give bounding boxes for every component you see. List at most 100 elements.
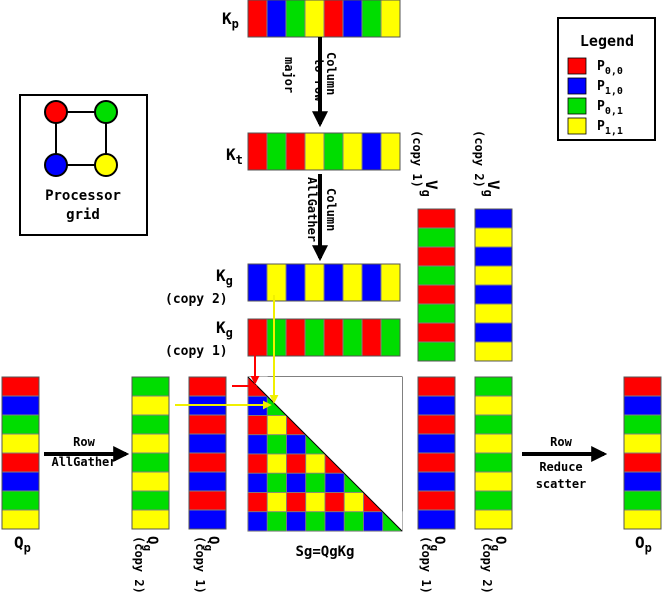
score-matrix: [247, 376, 403, 532]
score-cell: [324, 472, 345, 493]
svg-text:(copy 2): (copy 2): [480, 536, 494, 594]
qg-copy2-block: [131, 414, 170, 435]
processor-grid-label-line1: Processor: [45, 188, 121, 204]
score-cell: [266, 415, 287, 436]
legend-label-p11: P1,1: [597, 119, 623, 137]
vg-copy2-block: [474, 322, 513, 343]
kp-block: [342, 0, 363, 38]
og-copy2-block: [474, 376, 513, 397]
score-cell: [247, 415, 268, 436]
svg-text:Og: Og: [489, 536, 508, 551]
kg-copy2-block: [266, 263, 287, 302]
qp-left-block: [1, 490, 40, 511]
svg-text:(copy 1): (copy 1): [410, 130, 424, 188]
kg-copy1-block: [323, 318, 344, 357]
row-reduce-label-2: Reduce: [539, 460, 582, 474]
kt-block: [285, 132, 306, 171]
score-cell: [266, 511, 287, 532]
svg-text:AllGather: AllGather: [305, 177, 319, 242]
row-reduce-label-3: scatter: [536, 477, 587, 491]
vg-copy2-block: [474, 341, 513, 362]
score-cell: [247, 492, 268, 513]
processor-grid-links: [55, 111, 107, 166]
legend: Legend P0,0P1,0P0,1P1,1: [557, 17, 656, 141]
kt-block: [342, 132, 363, 171]
og-copy2-label: (copy 2) Og: [480, 536, 508, 594]
score-cell: [343, 511, 364, 532]
row-reduce-label-1: Row: [550, 435, 572, 449]
qg-copy1-block: [188, 490, 227, 511]
kg-copy1-block: [361, 318, 382, 357]
op-right-block: [623, 490, 662, 511]
kt-block: [380, 132, 401, 171]
svg-text:(copy 1): (copy 1): [419, 536, 433, 594]
score-cell: [286, 472, 307, 493]
og-copy1-block: [417, 433, 456, 454]
qg-copy1-block: [188, 452, 227, 473]
kg-copy2-outline: [247, 263, 401, 302]
qg-copy1-block: [188, 471, 227, 492]
qp-left-outline: [1, 376, 40, 530]
og-copy2-block: [474, 452, 513, 473]
kg-copy2-caption: (copy 2): [165, 292, 228, 307]
vg-copy2-strip: [474, 208, 513, 362]
kp-block: [266, 0, 287, 38]
legend-title: Legend: [580, 32, 634, 50]
kg-copy1-caption: (copy 1): [165, 344, 228, 359]
qp-left-block: [1, 414, 40, 435]
kp-block: [323, 0, 344, 38]
qg-copy2-block: [131, 452, 170, 473]
qg-copy1-outline: [188, 376, 227, 530]
kg-copy1-outline: [247, 318, 401, 357]
kg-copy1-flow: [232, 345, 260, 391]
kg-copy2-block: [342, 263, 363, 302]
vg-copy1-block: [417, 246, 456, 267]
svg-text:Qg: Qg: [141, 536, 160, 551]
score-cell: [324, 511, 345, 532]
kg-copy1-block: [380, 318, 401, 357]
vg-copy1-block: [417, 341, 456, 362]
og-copy2-block: [474, 471, 513, 492]
column-to-row-label: Column to row: [312, 52, 338, 102]
svg-text:Vg: Vg: [419, 180, 441, 197]
qp-left-block: [1, 509, 40, 530]
qg-copy1-strip: [188, 376, 227, 530]
og-copy1-block: [417, 395, 456, 416]
score-cell: [343, 492, 364, 513]
vg-copy1-label: (copy 1) Vg: [410, 130, 441, 197]
score-cell: [305, 472, 326, 493]
qp-left-block: [1, 471, 40, 492]
og-copy2-block: [474, 433, 513, 454]
score-formula: Sg=QgKg: [295, 544, 354, 560]
qg-copy1-label: (copy 1) Qg: [193, 536, 221, 594]
og-copy1-block: [417, 509, 456, 530]
svg-text:Column: Column: [324, 52, 338, 95]
svg-text:(copy 1): (copy 1): [193, 536, 207, 594]
qg-copy2-block: [131, 376, 170, 397]
og-copy1-outline: [417, 376, 456, 530]
vg-copy2-block: [474, 208, 513, 229]
legend-swatch-p11: [567, 117, 587, 135]
kt-block: [247, 132, 268, 171]
op-right-block: [623, 414, 662, 435]
vg-copy1-block: [417, 284, 456, 305]
vg-copy1-outline: [417, 208, 456, 362]
vg-copy2-block: [474, 303, 513, 324]
score-cell: [363, 511, 384, 532]
op-right-strip: [623, 376, 662, 530]
vg-copy2-block: [474, 265, 513, 286]
legend-label-p10: P1,0: [597, 79, 623, 97]
kg-copy2-block: [361, 263, 382, 302]
score-cell: [286, 492, 307, 513]
processor-grid: Processor grid: [19, 94, 148, 236]
kp-label: Kp: [222, 9, 239, 31]
svg-text:to row: to row: [312, 58, 326, 102]
op-right-block: [623, 509, 662, 530]
qg-copy2-block: [131, 471, 170, 492]
qg-copy2-block: [131, 433, 170, 454]
vg-copy2-block: [474, 227, 513, 248]
column-allgather-label-2: AllGather: [305, 177, 319, 242]
vg-copy2-block: [474, 284, 513, 305]
legend-swatch-p00: [567, 57, 587, 75]
kt-label: Kt: [226, 145, 243, 167]
